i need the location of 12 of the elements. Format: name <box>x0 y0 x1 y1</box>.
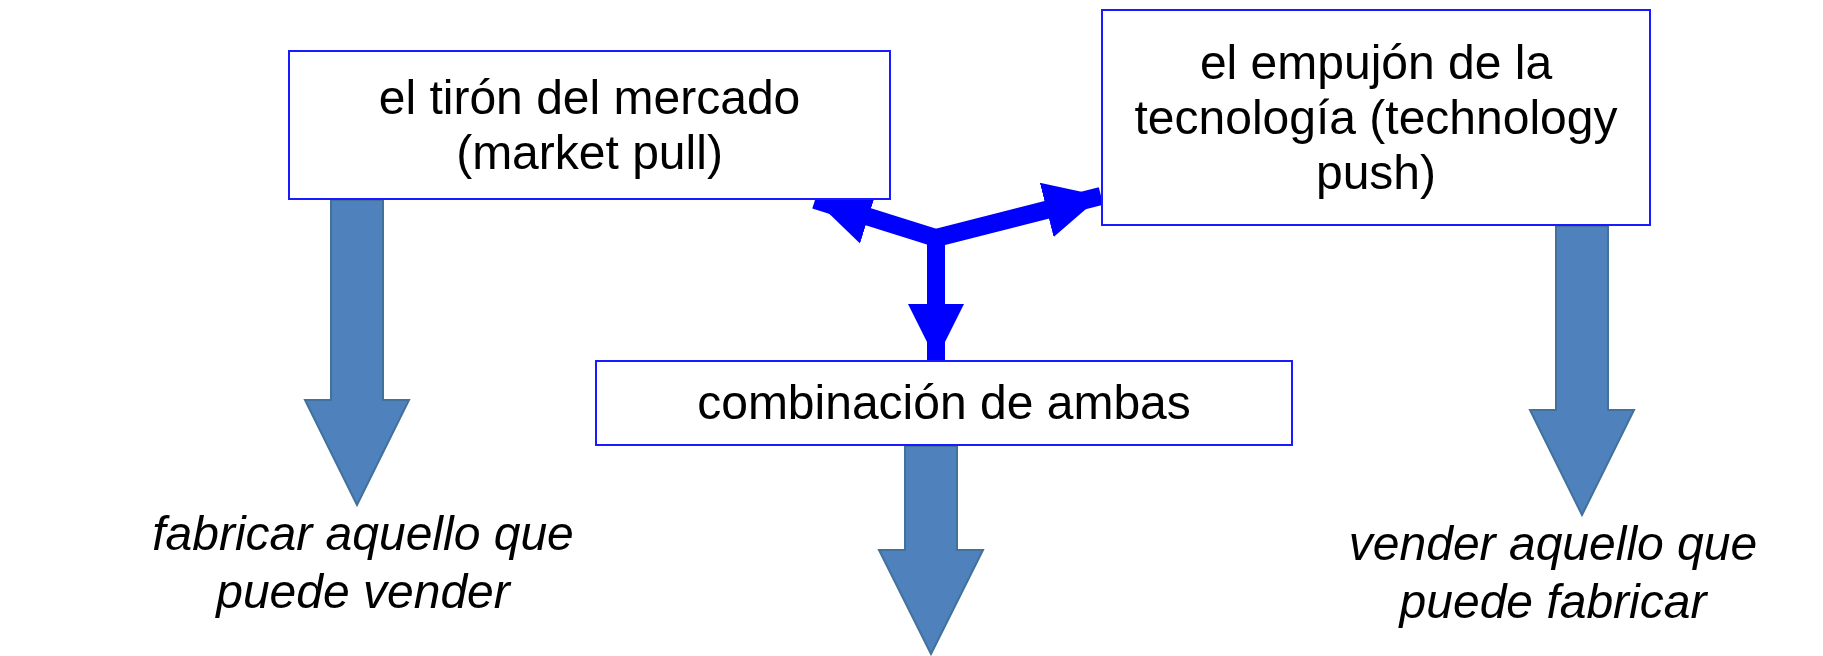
outcome-text: fabricar aquello que puede vender <box>151 506 575 620</box>
block-arrow <box>1528 225 1636 518</box>
block-arrow <box>877 445 985 656</box>
process-box <box>1101 9 1651 226</box>
process-box <box>288 50 891 200</box>
process-box <box>595 360 1293 446</box>
outcome-text: vender aquello que puede fabricar <box>1347 516 1759 630</box>
box-label: el tirón del mercado (market pull) <box>377 69 802 181</box>
block-arrow <box>303 199 411 508</box>
arrow <box>908 238 964 360</box>
box-label: el empujón de la tecnología (technology push) <box>1133 34 1619 201</box>
box-label: combinación de ambas <box>697 375 1191 431</box>
